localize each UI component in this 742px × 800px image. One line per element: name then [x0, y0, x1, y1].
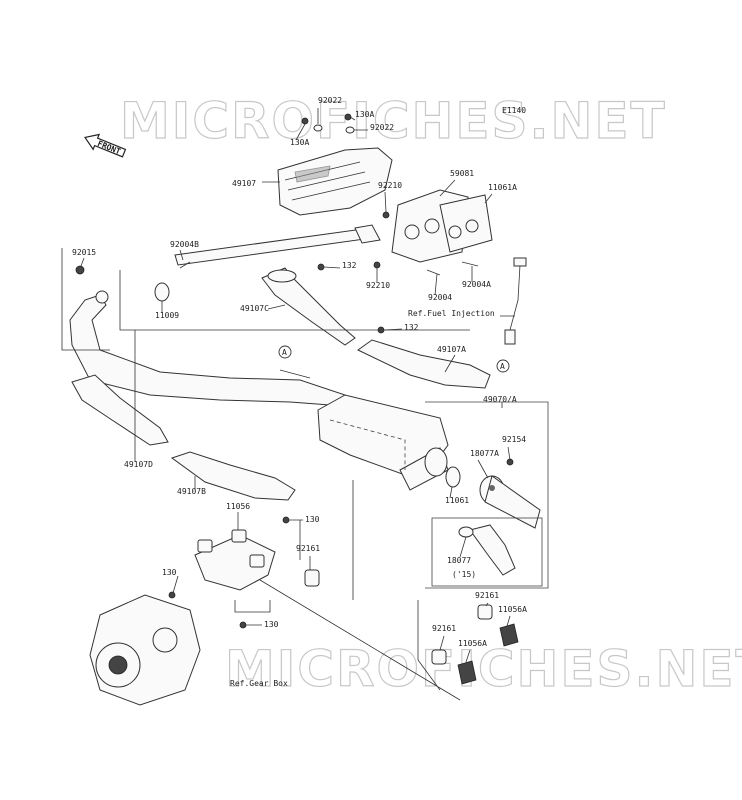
part-label-p132b: 132 — [404, 323, 419, 332]
heat-cover-49107c — [261, 267, 356, 346]
part-label-p92015: 92015 — [72, 248, 96, 257]
damper-92161-a — [304, 569, 320, 587]
mount-bracket-11056 — [194, 529, 276, 591]
gasket-11061 — [445, 466, 461, 488]
part-label-p11061: 11061 — [445, 496, 469, 505]
part-label-p49107b: 49107B — [177, 487, 206, 496]
inset-clamp — [458, 526, 474, 538]
stud-92004b — [179, 261, 191, 269]
part-label-p18077a: 18077A — [470, 449, 499, 458]
part-label-p92022a: 92022 — [318, 96, 342, 105]
gear-box — [89, 594, 201, 706]
washer-92022-a — [313, 124, 323, 132]
damper-92161-b — [477, 604, 493, 620]
assembly-guide-lines — [61, 248, 470, 701]
mount-11056a-left — [457, 660, 477, 685]
bolt-130-c — [168, 591, 176, 599]
part-label-p130a_l: 130A — [290, 138, 309, 147]
stud-92004 — [426, 269, 441, 276]
part-label-p92161c: 92161 — [432, 624, 456, 633]
part-label-p49070a: 49070/A — [483, 395, 517, 404]
nut-92015 — [75, 265, 85, 275]
part-label-p92161b: 92161 — [475, 591, 499, 600]
part-label-p92161a: 92161 — [296, 544, 320, 553]
pipe-flange — [95, 290, 109, 304]
mount-11056a-right — [499, 623, 519, 647]
part-label-p49107c: 49107C — [240, 304, 269, 313]
diagram-code: E1140 — [502, 106, 526, 115]
heat-cover-49107b — [170, 451, 296, 501]
part-label-p92004a: 92004A — [462, 280, 491, 289]
part-label-p18077: 18077 — [447, 556, 471, 565]
tail-pipe — [479, 475, 541, 529]
part-label-p11056: 11056 — [226, 502, 250, 511]
part-label-p130a_r: 130A — [355, 110, 374, 119]
ref-gear-box: Ref.Gear Box — [230, 679, 288, 688]
part-label-p92022b: 92022 — [370, 123, 394, 132]
front-label: FRONT — [96, 139, 122, 156]
part-label-p11056a_r: 11056A — [498, 605, 527, 614]
part-label-p92004: 92004 — [428, 293, 452, 302]
nut-130a-right — [344, 113, 352, 121]
inset-frame — [431, 517, 543, 587]
svg-text:A: A — [282, 348, 287, 357]
leader-lines — [80, 108, 515, 663]
part-label-p15: ('15) — [452, 570, 476, 579]
damper-92161-c — [431, 649, 447, 665]
muffler — [317, 394, 449, 491]
stud-92004a — [461, 261, 479, 267]
part-label-p11061a: 11061A — [488, 183, 517, 192]
head-pipe — [69, 224, 381, 406]
part-label-p92210a: 92210 — [378, 181, 402, 190]
svg-text:A: A — [500, 362, 505, 371]
washer-92022-b — [345, 126, 355, 134]
manifold-gasket — [439, 194, 493, 253]
bolt-130-b — [282, 516, 290, 524]
callout-a-top: A — [278, 345, 292, 359]
bolt-132-a — [317, 263, 325, 271]
bolt-130-d — [239, 621, 247, 629]
heat-cover-49107a — [357, 339, 491, 389]
callout-a-sensor: A — [496, 359, 510, 373]
part-number-labels: 92022130A92022130A491075908111061A922109… — [72, 96, 527, 648]
ref-fuel-injection: Ref.Fuel Injection — [408, 309, 495, 318]
part-label-p130c: 130 — [162, 568, 177, 577]
part-label-p132a: 132 — [342, 261, 357, 270]
heat-shield-upper — [277, 147, 393, 216]
part-label-p92210b: 92210 — [366, 281, 390, 290]
oxygen-sensor — [504, 257, 527, 345]
gasket-11009 — [154, 282, 170, 302]
part-label-p92154: 92154 — [502, 435, 526, 444]
watermark-bottom: MICROFICHES.NET — [225, 640, 742, 698]
part-label-p49107a: 49107A — [437, 345, 466, 354]
muffler-assembly-bracket — [425, 401, 549, 589]
part-label-p11056a_l: 11056A — [458, 639, 487, 648]
part-label-p130b: 130 — [305, 515, 320, 524]
part-label-p130d: 130 — [264, 620, 279, 629]
part-label-p49107d: 49107D — [124, 460, 153, 469]
part-label-p49107: 49107 — [232, 179, 256, 188]
heat-cover-49107d — [71, 374, 169, 446]
part-label-p92004b: 92004B — [170, 240, 199, 249]
nut-92210-b — [373, 261, 381, 269]
watermark-top: MICROFICHES.NET — [120, 92, 667, 150]
nut-92210-a — [382, 211, 390, 219]
spark-arrestor-18077 — [469, 524, 516, 576]
part-label-p59081: 59081 — [450, 169, 474, 178]
part-label-p11009: 11009 — [155, 311, 179, 320]
nut-130a-left — [301, 117, 309, 125]
